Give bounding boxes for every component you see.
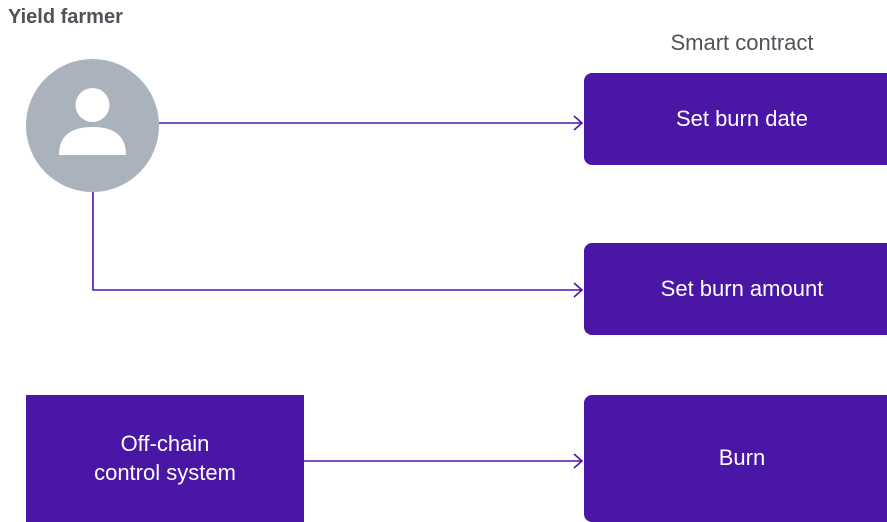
smart-contract-label: Smart contract — [670, 30, 814, 55]
arrow-burn-head — [573, 453, 584, 469]
off-chain-control-system-box: Off-chain control system — [26, 395, 304, 522]
arrow-set-burn-date-head — [573, 115, 584, 131]
set-burn-amount-label: Set burn amount — [660, 275, 824, 301]
actor-label: Yield farmer — [8, 6, 123, 28]
set-burn-amount-box: Set burn amount — [584, 243, 887, 335]
yield-farmer-avatar — [26, 59, 159, 192]
arrow-farmer-to-set-burn-amount — [92, 192, 582, 291]
arrow-set-burn-amount-head — [573, 282, 584, 298]
set-burn-date-label: Set burn date — [675, 105, 809, 131]
set-burn-date-box: Set burn date — [584, 73, 887, 165]
burn-label: Burn — [718, 445, 766, 471]
user-icon — [59, 88, 126, 155]
burn-box: Burn — [584, 395, 887, 522]
off-chain-control-system-label: Off-chain control system — [94, 430, 236, 485]
